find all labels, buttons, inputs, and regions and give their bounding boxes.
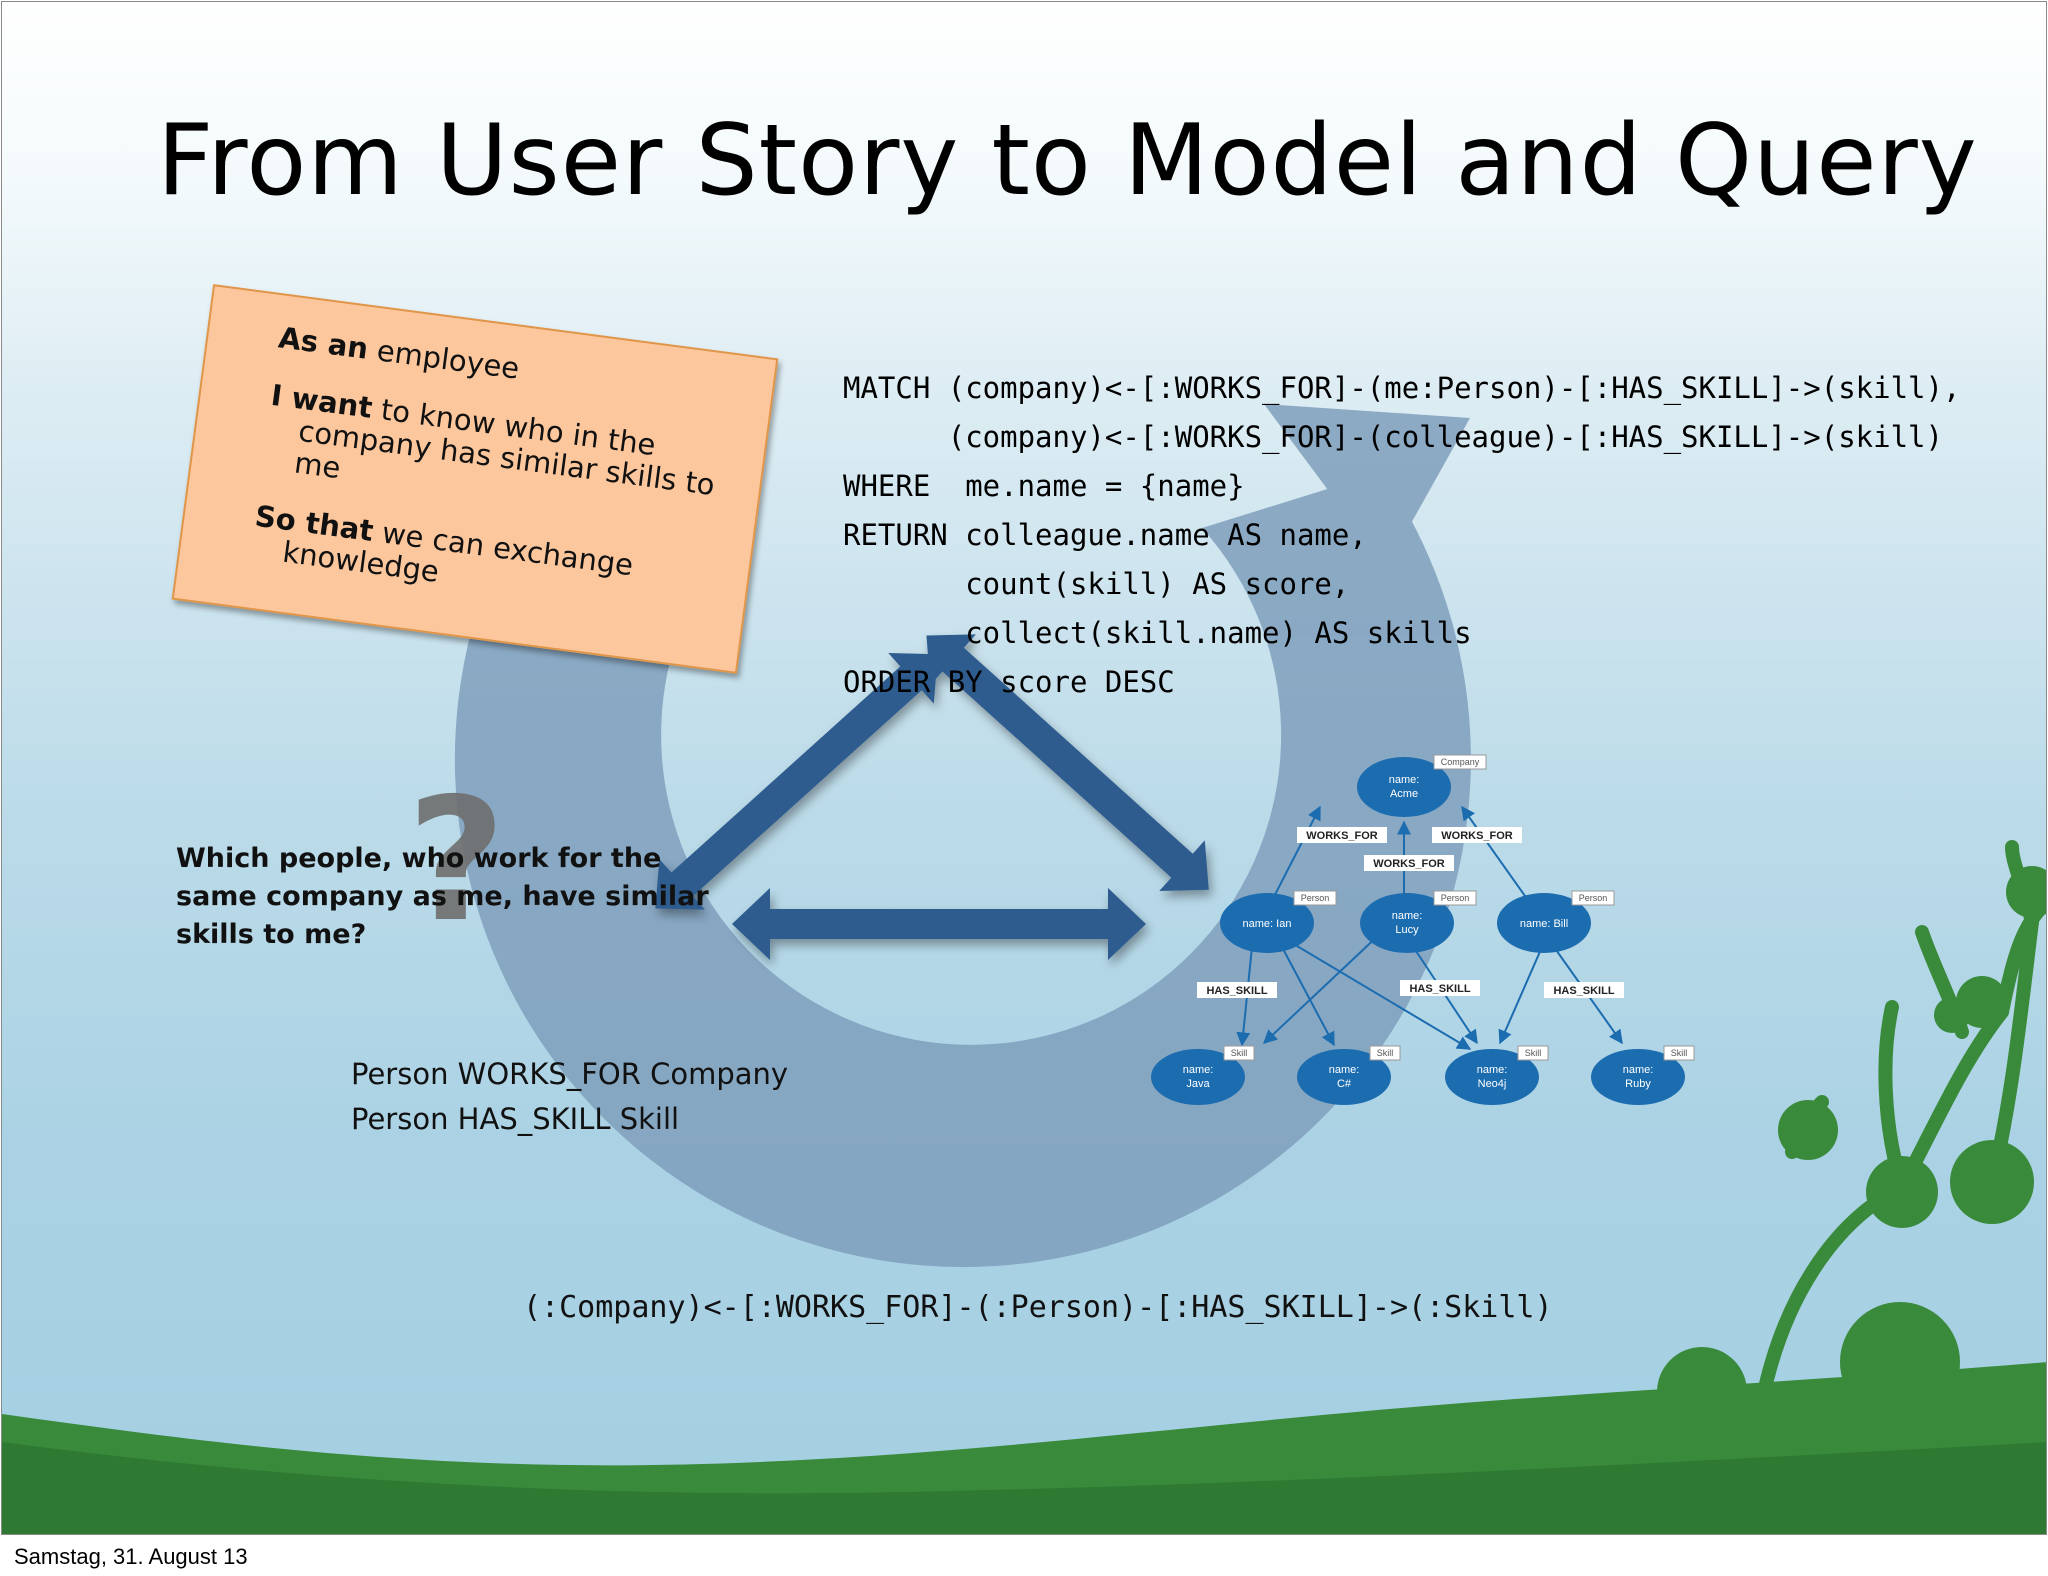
question-mark-icon: ? [407,762,506,960]
person-node-text: name: Ian [1243,918,1292,930]
model-line: Person WORKS_FOR Company [351,1057,789,1091]
query-line: count(skill) AS score, [843,567,1350,601]
skill-node-ruby: name: Ruby Skill [1591,1045,1695,1105]
company-node-key: name: [1389,774,1420,786]
model-statements: Person WORKS_FOR Company Person HAS_SKIL… [351,1052,788,1142]
skill-node-key: name: [1329,1064,1360,1076]
footer-date: Samstag, 31. August 13 [14,1544,248,1569]
query-line: WHERE me.name = {name} [843,469,1245,503]
arrow-horizontal [732,888,1146,960]
story-as-an-text: employee [375,333,522,386]
person-node-key: name: [1392,910,1423,922]
arrow-right-diagonal [926,634,1209,891]
person-node-text: name: Bill [1520,918,1568,930]
company-node-value: Acme [1390,788,1418,800]
cypher-query: MATCH (company)<-[:WORKS_FOR]-(me:Person… [843,364,1960,707]
skill-node-value: Java [1186,1078,1210,1090]
edge-label: HAS_SKILL [1409,983,1470,995]
query-line: (company)<-[:WORKS_FOR]-(colleague)-[:HA… [843,420,1943,454]
skill-node-value: C# [1337,1078,1352,1090]
skill-node-label: Skill [1231,1048,1248,1058]
triangle-arrows [655,634,1209,960]
edge-label: HAS_SKILL [1206,985,1267,997]
slide-title: From User Story to Model and Query [157,104,1978,218]
slide: From User Story to Model and Query As an… [1,1,2047,1535]
skill-node-java: name: Java Skill [1151,1045,1255,1105]
skill-node-neo4j: name: Neo4j Skill [1445,1045,1549,1105]
story-as-an-keyword: As an [276,320,371,366]
skill-node-value: Neo4j [1478,1078,1507,1090]
person-node-lucy: name: Lucy Person [1360,890,1477,953]
skill-node-key: name: [1183,1064,1214,1076]
example-graph: name: Acme Company name: Ian Person name… [1151,754,1695,1105]
company-node: name: Acme Company [1357,754,1487,817]
skill-node-label: Skill [1671,1048,1688,1058]
edge-label: WORKS_FOR [1441,830,1513,842]
query-line: ORDER BY score DESC [843,665,1175,699]
graph-edge-labels: WORKS_FOR WORKS_FOR WORKS_FOR HAS_SKILL … [1197,827,1624,998]
edge-label: WORKS_FOR [1373,858,1445,870]
edge-label: WORKS_FOR [1306,830,1378,842]
company-node-label: Company [1441,757,1480,767]
question-line: Which people, who work for the [176,843,662,874]
question-text: Which people, who work for the same comp… [176,840,736,954]
skill-node-key: name: [1477,1064,1508,1076]
skill-node-key: name: [1623,1064,1654,1076]
skill-node-value: Ruby [1625,1078,1651,1090]
query-line: collect(skill.name) AS skills [843,616,1472,650]
person-node-value: Lucy [1395,924,1419,936]
query-line: RETURN colleague.name AS name, [843,518,1367,552]
query-line: MATCH (company)<-[:WORKS_FOR]-(me:Person… [843,371,1961,405]
person-node-label: Person [1301,893,1330,903]
question-line: skills to me? [176,919,367,950]
skill-node-label: Skill [1377,1048,1394,1058]
graph-pattern: (:Company)<-[:WORKS_FOR]-(:Person)-[:HAS… [523,1290,1553,1325]
person-node-ian: name: Ian Person [1220,890,1337,953]
question-line: same company as me, have similar [176,881,709,912]
person-node-bill: name: Bill Person [1497,890,1615,953]
person-node-label: Person [1441,893,1470,903]
person-node-label: Person [1579,893,1608,903]
hills-decoration [2,840,2046,1534]
skill-node-csharp: name: C# Skill [1297,1045,1401,1105]
skill-node-label: Skill [1525,1048,1542,1058]
arrow-left-diagonal [655,653,938,910]
model-line: Person HAS_SKILL Skill [351,1102,680,1136]
edge-label: HAS_SKILL [1553,985,1614,997]
